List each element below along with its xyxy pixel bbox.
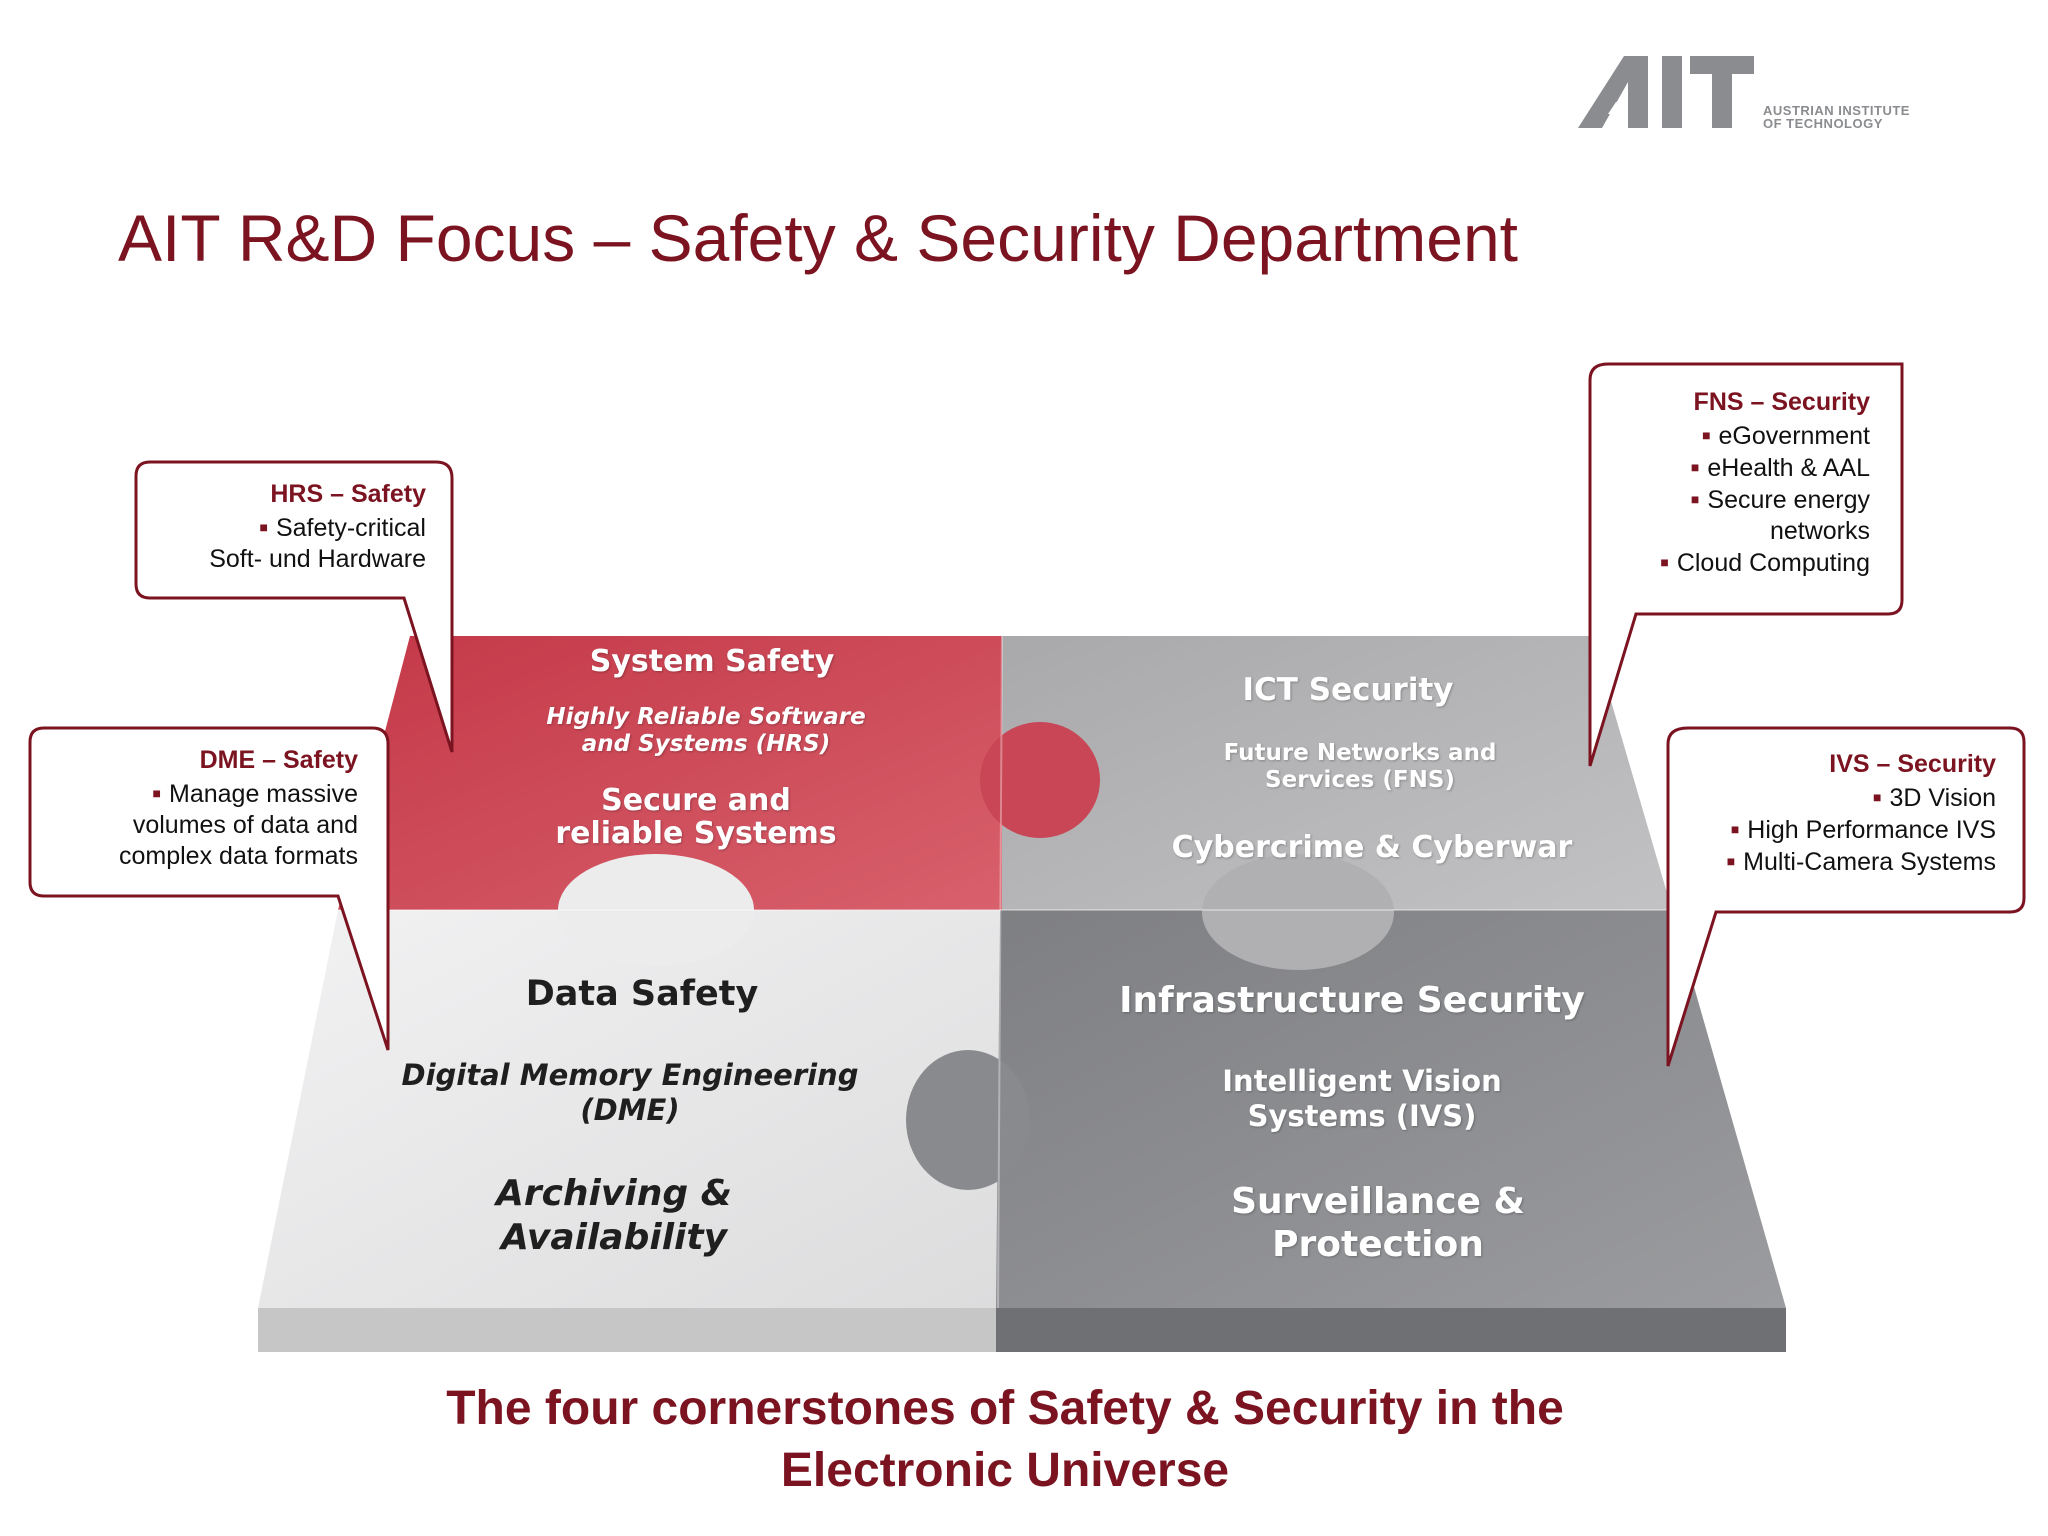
infrastructure-security-unit: Intelligent Vision Systems (IVS) <box>1222 1064 1502 1133</box>
callout-fns-item: ■eGovernment <box>1702 422 1870 450</box>
callout-ivs-item: ■Multi-Camera Systems <box>1726 848 1996 876</box>
piece-infrastructure-security <box>996 910 1786 1308</box>
callout-ivs: IVS – Security ■3D Vision ■High Performa… <box>1690 746 1996 878</box>
slab-front-right <box>996 1308 1786 1352</box>
piece-data-safety <box>258 910 1000 1308</box>
knob-system-safety <box>980 722 1100 838</box>
callout-box-dme <box>28 726 390 1051</box>
page-title: AIT R&D Focus – Safety & Security Depart… <box>118 201 1518 275</box>
callout-dme-item: ■Manage massive <box>152 780 358 808</box>
callout-hrs: HRS – Safety ■Safety-critical Soft- und … <box>150 476 426 575</box>
callout-dme-item: volumes of data and <box>132 811 358 839</box>
callout-fns-item: ■Cloud Computing <box>1660 549 1870 577</box>
callout-dme: DME – Safety ■Manage massive volumes of … <box>44 742 358 872</box>
callout-fns-item: ■Secure energy <box>1690 486 1870 514</box>
knob-data-safety <box>558 854 754 966</box>
ait-logo: AUSTRIAN INSTITUTE OF TECHNOLOGY <box>1578 52 1938 152</box>
callout-hrs-item: ■Safety-critical <box>259 514 426 542</box>
callout-box-ivs <box>1666 726 2026 1067</box>
callout-fns-heading: FNS – Security <box>1693 388 1870 416</box>
system-safety-topic: Secure and reliable Systems <box>555 783 837 851</box>
callout-hrs-heading: HRS – Safety <box>270 480 426 508</box>
footer-caption: The four cornerstones of Safety & Securi… <box>0 1378 2010 1502</box>
knob-ict-security <box>1202 854 1394 970</box>
callout-ivs-item: ■3D Vision <box>1872 784 1996 812</box>
callout-fns-item: ■eHealth & AAL <box>1690 454 1870 482</box>
callout-fns-item: networks <box>1769 517 1870 545</box>
system-safety-heading: System Safety <box>589 644 835 679</box>
callout-dme-heading: DME – Safety <box>199 746 358 774</box>
logo-tagline: AUSTRIAN INSTITUTE OF TECHNOLOGY <box>1763 103 1910 131</box>
data-safety-topic: Archiving & Availability <box>495 1173 733 1258</box>
ict-security-topic: Cybercrime & Cyberwar <box>1171 830 1573 865</box>
infrastructure-security-heading: Infrastructure Security <box>1119 980 1585 1021</box>
callout-hrs-item: Soft- und Hardware <box>209 545 426 573</box>
footer-caption-line2: Electronic Universe <box>780 1444 1230 1497</box>
knob-infrastructure-security <box>906 1050 1030 1190</box>
data-safety-heading: Data Safety <box>525 974 759 1014</box>
system-safety-unit: Highly Reliable Software and Systems (HR… <box>546 704 866 757</box>
callout-box-fns <box>1588 362 1904 767</box>
data-safety-unit: Digital Memory Engineering (DME) <box>401 1058 859 1127</box>
ict-security-unit: Future Networks and Services (FNS) <box>1223 740 1497 793</box>
slab-front-left <box>258 1308 996 1352</box>
piece-system-safety <box>338 636 1002 910</box>
infrastructure-security-topic: Surveillance & Protection <box>1231 1181 1525 1265</box>
callout-ivs-heading: IVS – Security <box>1829 750 1996 778</box>
callout-dme-item: complex data formats <box>119 842 358 870</box>
ait-logo-mark <box>1578 56 1754 128</box>
piece-ict-security <box>1002 636 1672 910</box>
ict-security-heading: ICT Security <box>1242 672 1454 708</box>
callout-fns: FNS – Security ■eGovernment ■eHealth & A… <box>1606 384 1870 579</box>
footer-caption-line1: The four cornerstones of Safety & Securi… <box>446 1382 1564 1435</box>
callout-box-hrs <box>134 460 454 753</box>
callout-ivs-item: ■High Performance IVS <box>1730 816 1996 844</box>
